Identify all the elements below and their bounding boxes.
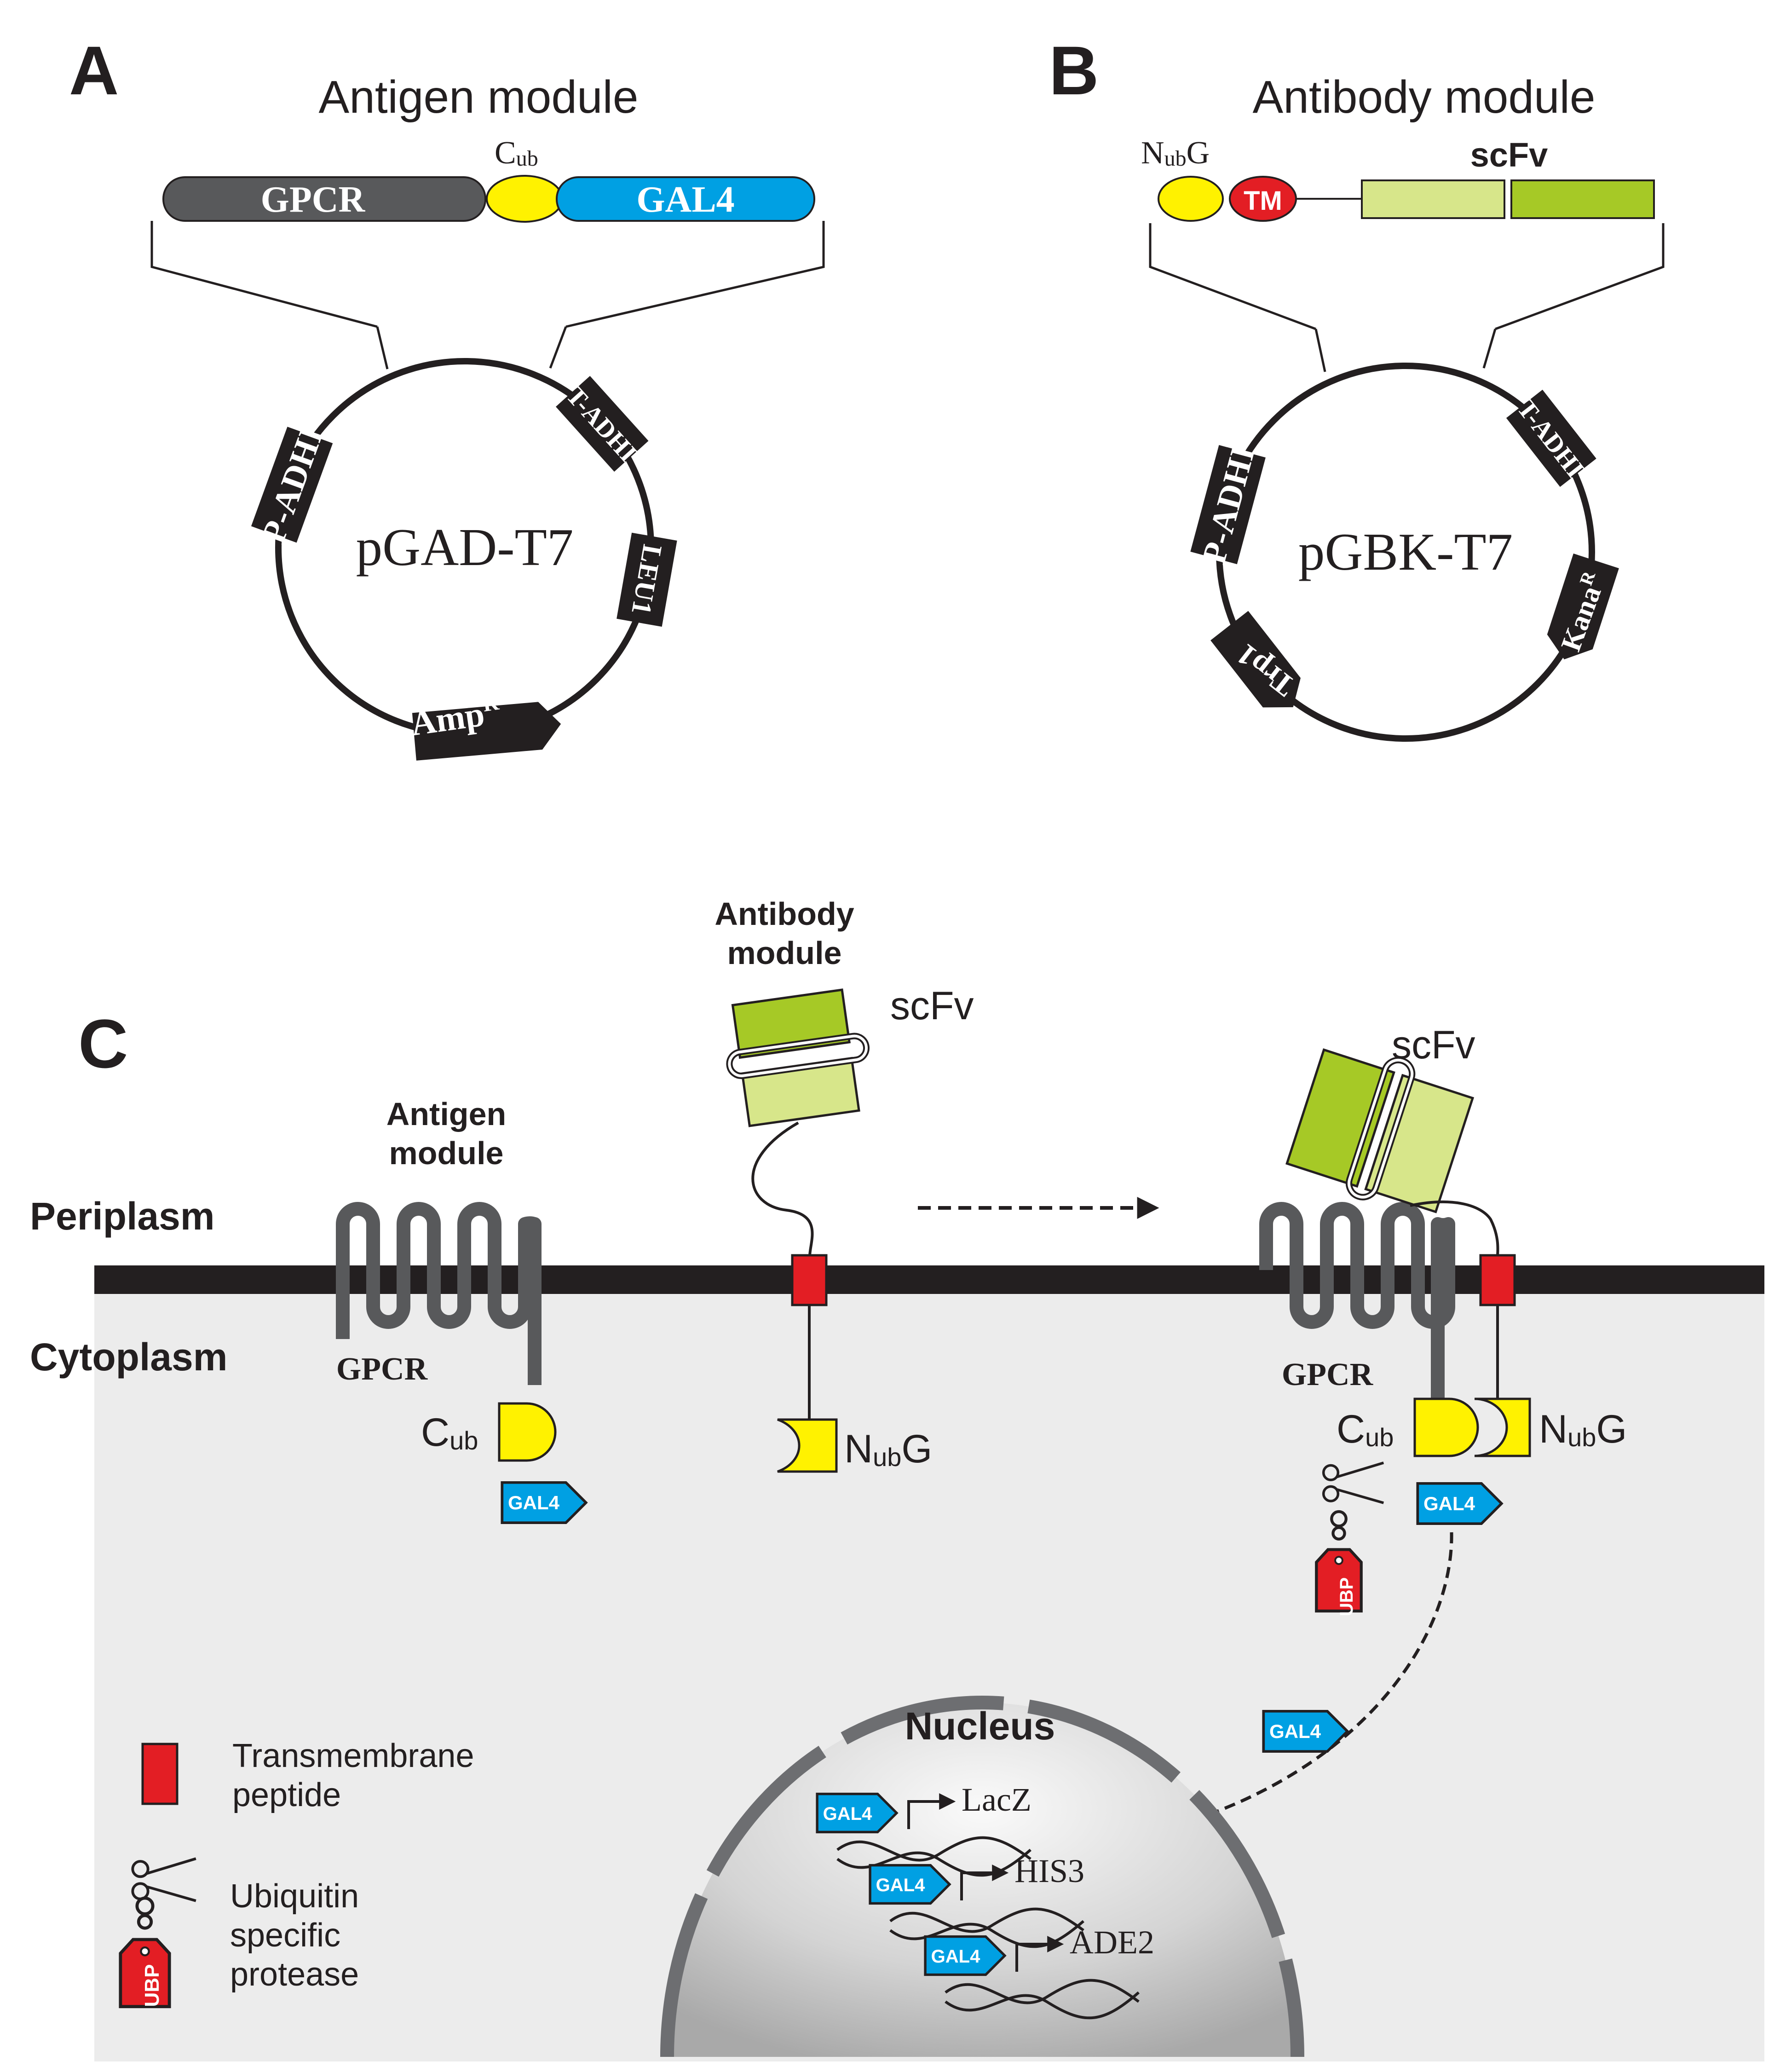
panel-c: C Periplasm Cytoplasm Antigen module GPC…	[30, 896, 1764, 2061]
p-adh-label: P-ADHI	[254, 421, 331, 548]
nubg-middle	[777, 1418, 838, 1473]
gal4-label: GAL4	[636, 179, 734, 220]
pgbk-plasmid-name: pGBK-T7	[1298, 523, 1513, 581]
panel-a-letter: A	[69, 32, 119, 109]
antigen-module-title: Antigen module	[319, 71, 639, 123]
gpcr-segment	[162, 176, 486, 222]
panel-b: B Antibody module NubG TM scFv pGBK-T7 P…	[1049, 32, 1665, 742]
legend-tm-l2: peptide	[232, 1777, 341, 1813]
cub-segment	[486, 175, 563, 223]
legend-tm-l1: Transmembrane	[232, 1738, 474, 1774]
gpcr-left-label: GPCR	[336, 1351, 428, 1387]
reporter-lacz: GAL4 LacZ	[817, 1781, 1031, 1877]
nubg-right-label: NubG	[1539, 1407, 1627, 1452]
nuclear-envelope	[660, 1696, 1304, 2057]
tm-label: TM	[1244, 186, 1282, 216]
bound-linker	[1410, 1200, 1499, 1257]
nub-segment	[1158, 176, 1224, 222]
periplasm-label: Periplasm	[30, 1195, 215, 1238]
gene-his3: HIS3	[1014, 1853, 1084, 1889]
antibody-linker	[751, 1121, 814, 1257]
amp-block	[412, 702, 561, 761]
pgad-plasmid-name: pGAD-T7	[356, 518, 574, 577]
panel-c-letter: C	[78, 1005, 128, 1082]
nub-label: NubG	[1141, 135, 1210, 171]
scfv-bound-label: scFv	[1392, 1023, 1475, 1067]
panel-a: A Antigen module GPCR Cub GAL4 pGAD-T7 P…	[69, 32, 825, 761]
legend-ubp-l2: specific	[230, 1917, 340, 1954]
legend-ubp-label: UBP	[141, 1964, 163, 2007]
nubg-right	[1474, 1397, 1531, 1457]
bracket-right	[565, 221, 825, 328]
legend-tm-swatch	[141, 1743, 179, 1805]
cub-left-label: Cub	[421, 1410, 478, 1455]
cub-left	[498, 1402, 557, 1462]
scfv-bound	[1285, 1048, 1475, 1213]
p-adh-b-block: P-ADHI	[1190, 441, 1266, 568]
scfv-light-segment	[1361, 179, 1505, 219]
reporter-his3: GAL4 HIS3	[870, 1853, 1084, 1948]
gpcr-left	[336, 1202, 542, 1385]
gal4-left-label: GAL4	[508, 1492, 560, 1513]
gal4-free-label: GAL4	[1269, 1721, 1321, 1742]
gpcr-right	[1259, 1202, 1455, 1399]
panel-b-letter: B	[1049, 32, 1099, 109]
kana-block	[1547, 553, 1619, 659]
scfv-construct-label: scFv	[1470, 136, 1548, 174]
cytoplasm-label: Cytoplasm	[30, 1335, 227, 1379]
antigen-module-c-l2: module	[389, 1135, 504, 1171]
ubp-label-right: UBP	[1337, 1577, 1357, 1616]
tm-peptide-right	[1479, 1254, 1516, 1306]
p-adh-block: P-ADHI	[251, 421, 333, 549]
leu-block: LEU1	[617, 532, 677, 627]
cub-right	[1413, 1397, 1479, 1457]
gene-lacz: LacZ	[962, 1781, 1031, 1818]
scfv-free	[726, 988, 870, 1127]
bracket-left	[150, 221, 378, 328]
nucleus-body	[667, 1703, 1297, 2057]
gal4-translocation-arrow	[1132, 1532, 1453, 1842]
antibody-module-c-l2: module	[727, 935, 842, 971]
gal4-right-label: GAL4	[1423, 1493, 1475, 1514]
scfv-dark-segment	[1510, 179, 1655, 219]
tm-peptide-middle	[791, 1254, 828, 1306]
gal4-lacz-label: GAL4	[823, 1804, 872, 1824]
trp-block	[1210, 611, 1301, 708]
bracket-b-left	[1149, 223, 1316, 330]
nubg-middle-label: NubG	[844, 1427, 932, 1472]
gpcr-label: GPCR	[261, 179, 366, 220]
legend-ubp-l3: protease	[230, 1956, 359, 1993]
antigen-module-c-l1: Antigen	[386, 1096, 507, 1132]
scfv-free-label: scFv	[890, 984, 974, 1028]
gal4-ade2-label: GAL4	[931, 1946, 980, 1967]
gpcr-right-label: GPCR	[1282, 1357, 1374, 1392]
gal4-his3-label: GAL4	[876, 1875, 925, 1895]
gene-ade2: ADE2	[1070, 1924, 1154, 1961]
bracket-b-right	[1495, 223, 1665, 330]
reporter-ade2: GAL4 ADE2	[925, 1924, 1154, 2020]
nucleus-label: Nucleus	[905, 1704, 1055, 1748]
antibody-module-c-l1: Antibody	[714, 896, 854, 932]
cub-right-label: Cub	[1337, 1407, 1394, 1452]
gal4-segment	[556, 176, 815, 222]
legend-ubp-l1: Ubiquitin	[230, 1878, 359, 1915]
cub-label: Cub	[495, 135, 538, 171]
antibody-module-title: Antibody module	[1253, 71, 1596, 123]
